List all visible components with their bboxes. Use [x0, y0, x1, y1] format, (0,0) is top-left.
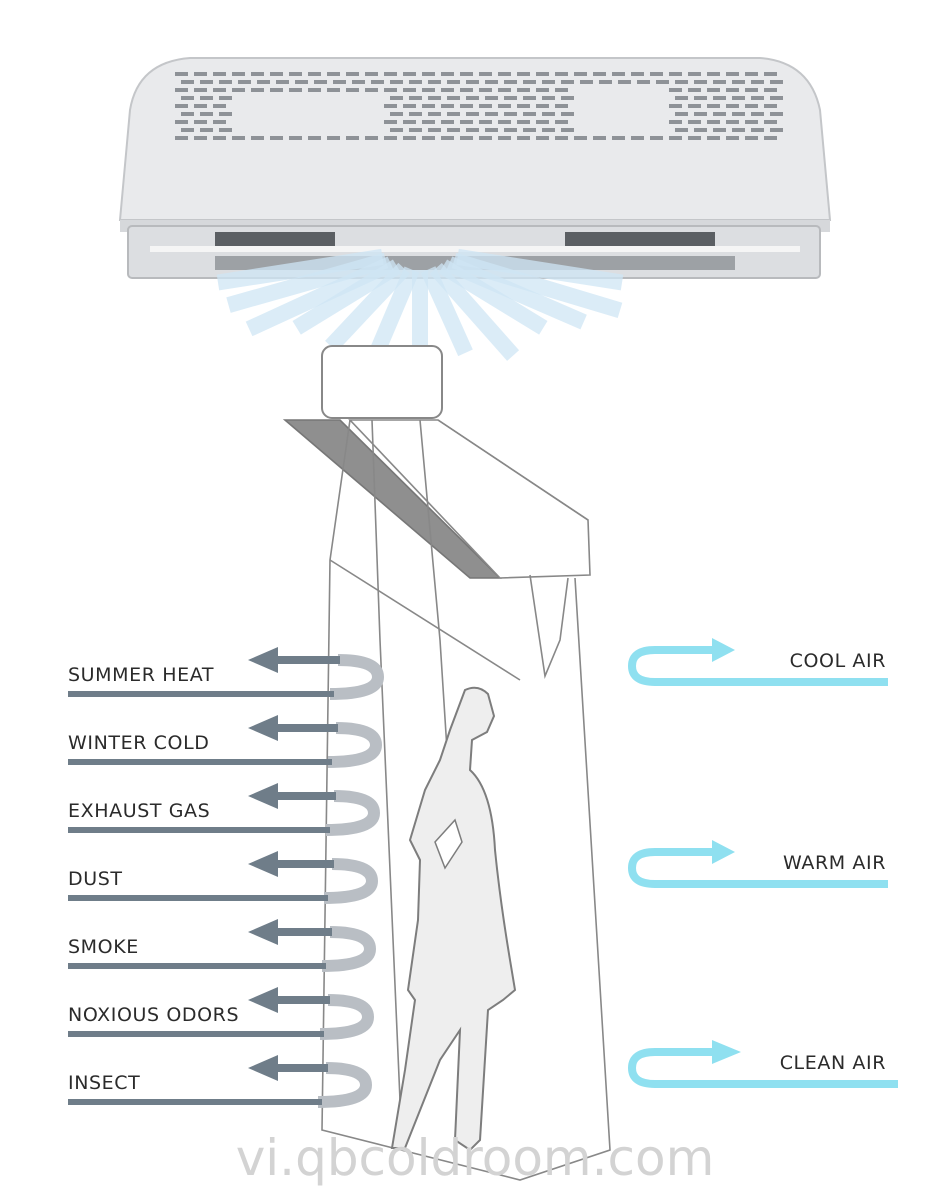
flow-items: COOL AIR WARM AIR CLEAN AIR	[632, 638, 898, 1084]
blocked-loop	[330, 660, 378, 694]
flow-label: WARM AIR	[783, 852, 886, 874]
blocked-arrowhead	[248, 851, 278, 877]
blocked-label: SMOKE	[68, 936, 139, 958]
blocked-label: DUST	[68, 868, 123, 890]
blocked-arrowhead	[248, 919, 278, 945]
blocked-items: SUMMER HEAT WINTER COLD EXHAUST GAS DUST SMO…	[68, 647, 378, 1102]
blocked-item: WINTER COLD	[68, 715, 376, 762]
blocked-label: EXHAUST GAS	[68, 800, 210, 822]
blocked-arrowhead	[248, 783, 278, 809]
blocked-loop	[320, 1000, 368, 1034]
person-silhouette	[392, 688, 515, 1150]
blocked-label: NOXIOUS ODORS	[68, 1004, 239, 1026]
flow-item: CLEAN AIR	[632, 1040, 898, 1084]
blocked-arrowhead	[248, 1055, 278, 1081]
blocked-loop	[322, 932, 370, 966]
flow-arrowhead	[712, 1040, 741, 1064]
blocked-loop	[326, 796, 374, 830]
blocked-label: INSECT	[68, 1072, 140, 1094]
blocked-item: INSECT	[68, 1055, 366, 1102]
air-curtain-unit	[120, 58, 830, 278]
blocked-loop	[324, 864, 372, 898]
flow-label: CLEAN AIR	[780, 1052, 886, 1074]
blocked-arrowhead	[248, 715, 278, 741]
blocked-label: WINTER COLD	[68, 732, 210, 754]
blocked-label: SUMMER HEAT	[68, 664, 214, 686]
blocked-loop	[328, 728, 376, 762]
flow-arrowhead	[712, 638, 735, 662]
watermark: vi.qbcoldroom.com	[236, 1129, 715, 1187]
flow-arrowhead	[712, 840, 735, 864]
blocked-item: EXHAUST GAS	[68, 783, 374, 830]
blocked-arrowhead	[248, 987, 278, 1013]
flow-item: COOL AIR	[632, 638, 888, 682]
flow-label: COOL AIR	[790, 650, 886, 672]
blocked-item: SUMMER HEAT	[68, 647, 378, 694]
blocked-loop	[318, 1068, 366, 1102]
blocked-arrowhead	[248, 647, 278, 673]
flow-item: WARM AIR	[632, 840, 888, 884]
